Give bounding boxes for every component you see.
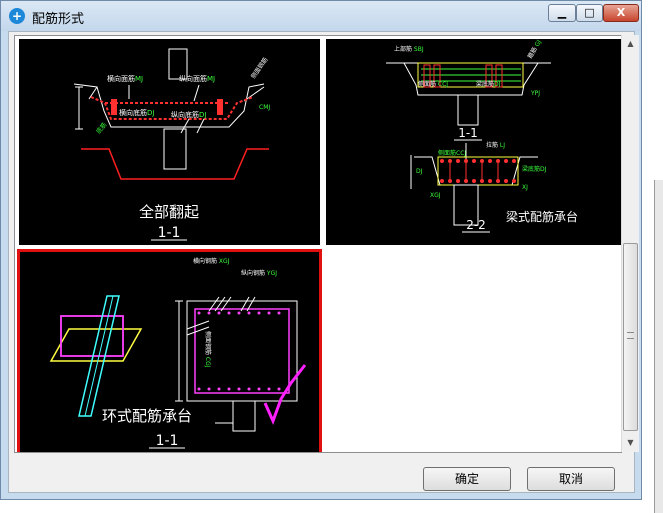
svg-text:侧面钢筋 CGJ: 侧面钢筋 CGJ [204,331,212,368]
cancel-button[interactable]: 取消 [527,467,615,491]
dialog-window: + 配筋形式 ▁ □ X [0,0,642,500]
scrollbar-thumb[interactable] [623,243,638,431]
svg-text:侧面筋CCJ: 侧面筋CCJ [438,149,466,157]
section-label-lower: 2-2 [466,218,486,232]
ring-type-cap-drawing: 横向钢筋 XGJ 纵向钢筋 YGJ 侧面钢筋 CGJ 环式配筋承台 1-1 [49,257,307,449]
reinforcement-form-gallery: 横向面筋MJ 纵向面筋MJ 横向底筋DJ 纵向底筋DJ 侧面钢筋 CMJ 底筋 … [14,35,622,453]
svg-text:DJ: DJ [416,168,423,175]
section-label-1-1: 1-1 [158,225,181,241]
background-window-edge [654,180,663,513]
title-bar[interactable]: + 配筋形式 ▁ □ X [1,1,641,31]
caption-full-bend-up: 全部翻起 [139,203,199,221]
svg-text:箍筋 GJ: 箍筋 GJ [526,39,543,60]
maximize-button[interactable]: □ [576,4,603,22]
svg-text:梁底筋DJ: 梁底筋DJ [476,80,501,88]
svg-text:纵向钢筋 YGJ: 纵向钢筋 YGJ [241,269,277,277]
ok-button[interactable]: 确定 [423,467,511,491]
dialog-body: 横向面筋MJ 纵向面筋MJ 横向底筋DJ 纵向底筋DJ 侧面钢筋 CMJ 底筋 … [8,31,639,493]
check-mark-annotation [263,364,307,426]
svg-text:XGJ: XGJ [430,192,441,199]
svg-text:横向钢筋 XGJ: 横向钢筋 XGJ [193,257,230,265]
section-label-ring-1-1: 1-1 [156,433,179,449]
svg-text:横向底筋DJ: 横向底筋DJ [119,108,154,117]
option-ring-type-cap[interactable]: 横向钢筋 XGJ 纵向钢筋 YGJ 侧面钢筋 CGJ 环式配筋承台 1-1 [17,249,322,452]
svg-text:纵向底筋DJ: 纵向底筋DJ [171,110,206,119]
close-button[interactable]: X [603,4,639,22]
scroll-down-arrow-icon[interactable]: ▼ [627,438,634,447]
option-beam-type-cap[interactable]: 上部筋 SBJ 侧面筋 CCJ 梁底筋DJ 箍筋 GJ YPJ 1-1 [326,39,621,245]
svg-text:YPJ: YPJ [530,90,540,97]
window-title: 配筋形式 [32,12,85,27]
svg-text:上部筋 SBJ: 上部筋 SBJ [394,45,424,53]
svg-text:侧面钢筋: 侧面钢筋 [249,56,269,80]
minimize-button[interactable]: ▁ [548,4,576,22]
full-bend-up-drawing: 横向面筋MJ 纵向面筋MJ 横向底筋DJ 纵向底筋DJ 侧面钢筋 CMJ 底筋 … [73,48,270,241]
app-icon: + [9,8,25,24]
scroll-up-arrow-icon[interactable]: ▲ [627,39,634,48]
scrollbar-grip-icon [627,332,634,339]
option-full-bend-up[interactable]: 横向面筋MJ 纵向面筋MJ 横向底筋DJ 纵向底筋DJ 侧面钢筋 CMJ 底筋 … [19,39,320,245]
vertical-scrollbar[interactable]: ▲ ▼ [621,35,639,452]
caption-beam-type-cap: 梁式配筋承台 [506,209,578,224]
svg-text:侧面筋 CCJ: 侧面筋 CCJ [418,80,448,88]
svg-text:XJ: XJ [522,184,528,191]
svg-text:横向面筋MJ: 横向面筋MJ [107,74,143,83]
caption-ring-type-cap: 环式配筋承台 [102,407,192,425]
svg-text:纵向面筋MJ: 纵向面筋MJ [179,74,215,83]
svg-text:拉筋 LJ: 拉筋 LJ [486,141,505,149]
section-label-upper: 1-1 [458,126,478,140]
svg-text:梁底筋DJ: 梁底筋DJ [522,165,547,173]
beam-type-cap-drawing: 上部筋 SBJ 侧面筋 CCJ 梁底筋DJ 箍筋 GJ YPJ 1-1 [386,39,578,233]
svg-text:CMJ: CMJ [259,104,270,111]
svg-text:底筋: 底筋 [94,121,108,135]
